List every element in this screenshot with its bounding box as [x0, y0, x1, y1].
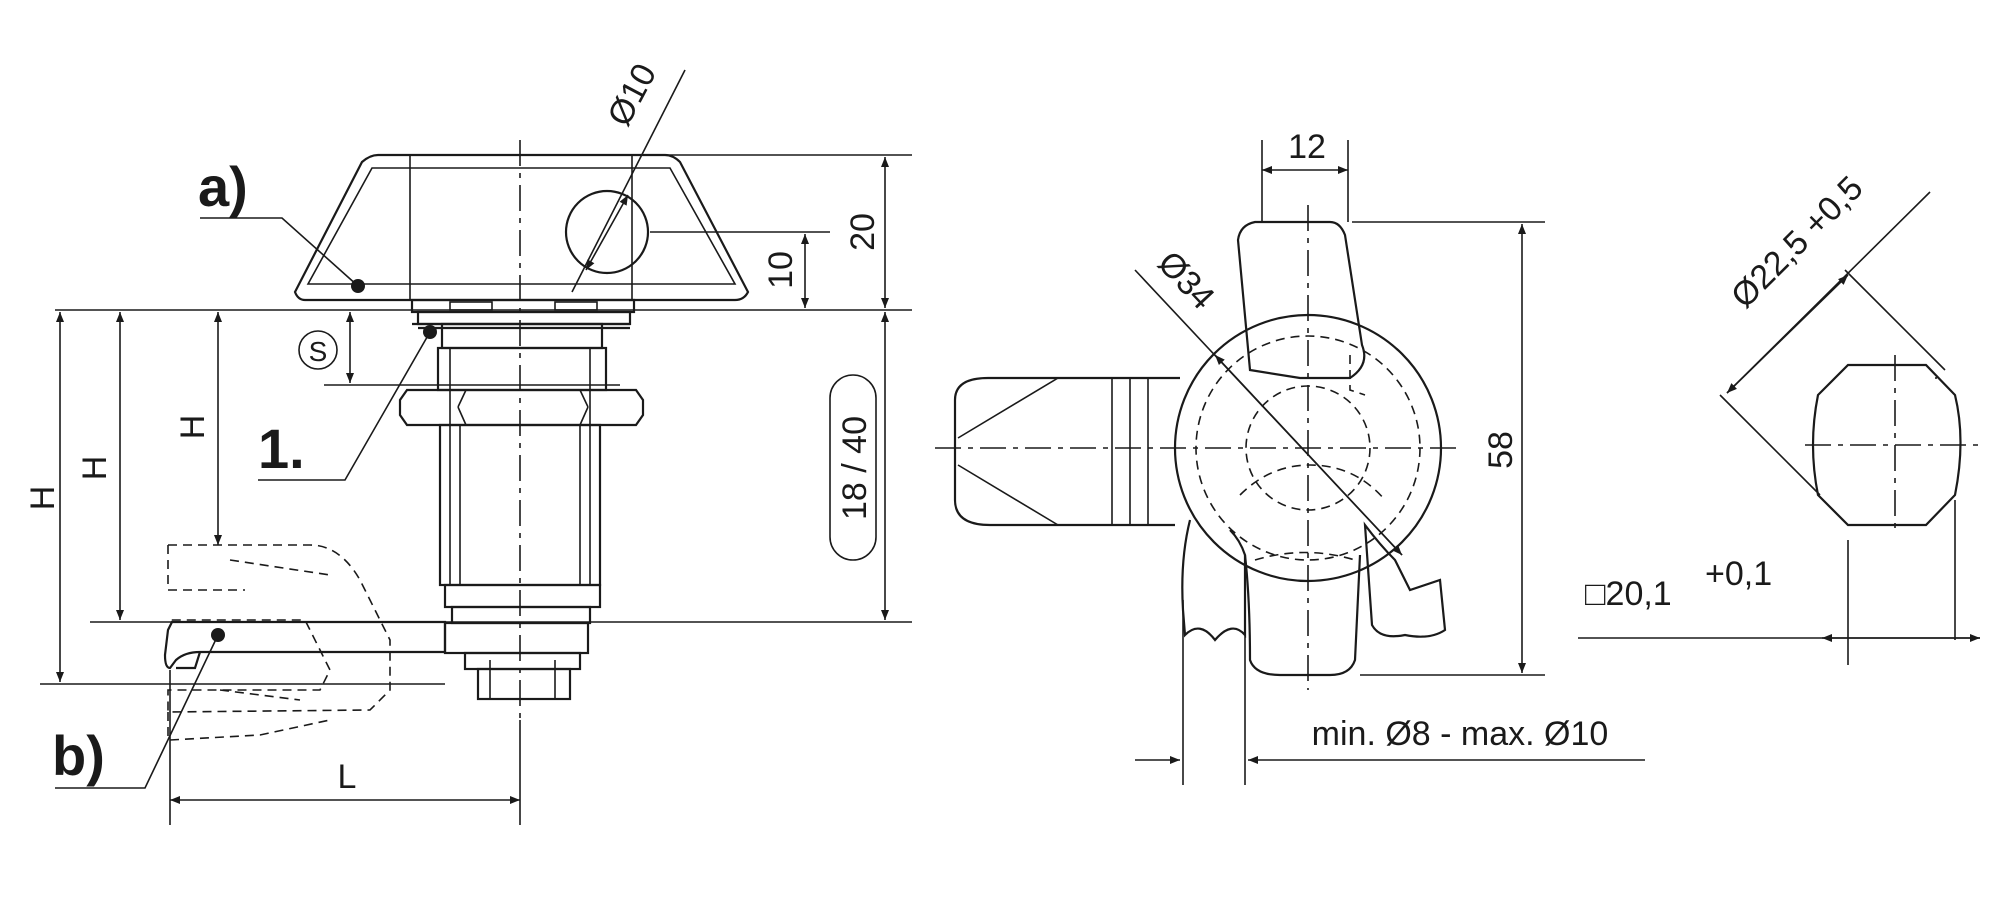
dim-12: 12: [1288, 128, 1326, 166]
top-view: 12 58 Ø34 min. Ø8 - max. Ø10: [935, 128, 1645, 785]
cutout-view: Ø22,5 +0,5 □20,1 +0,1: [1578, 169, 1985, 665]
label-one: 1.: [258, 417, 305, 480]
dim-10: 10: [762, 251, 800, 289]
lock-body: [398, 298, 645, 701]
side-view: S a) 1. b) H H H L 20 10 18 / 40 Ø10: [24, 58, 912, 825]
label-a: a): [198, 155, 248, 218]
dim-h-inner: H: [174, 415, 212, 440]
dim-d22: Ø22,5 +0,5: [1724, 169, 1871, 316]
dim-58: 58: [1482, 431, 1520, 469]
cam-lever: [163, 544, 447, 741]
stroke-range-capsule: [829, 374, 877, 561]
dim-18-40: 18 / 40: [836, 416, 874, 520]
dim-shaft: min. Ø8 - max. Ø10: [1312, 715, 1609, 753]
dim-l: L: [338, 758, 357, 796]
dim-d10: Ø10: [600, 58, 664, 133]
s-symbol: [298, 330, 338, 370]
cutout-shape: [1811, 363, 1962, 527]
label-b: b): [52, 724, 105, 787]
dim-square-tol: +0,1: [1705, 555, 1772, 593]
dim-d34: Ø34: [1150, 244, 1222, 317]
t-handle: [293, 153, 750, 302]
dim-h-outer: H: [24, 486, 62, 511]
dim-h-middle: H: [76, 456, 114, 481]
s-symbol-text: S: [309, 336, 328, 367]
dim-20: 20: [844, 213, 882, 251]
dim-square: □20,1: [1585, 575, 1672, 613]
